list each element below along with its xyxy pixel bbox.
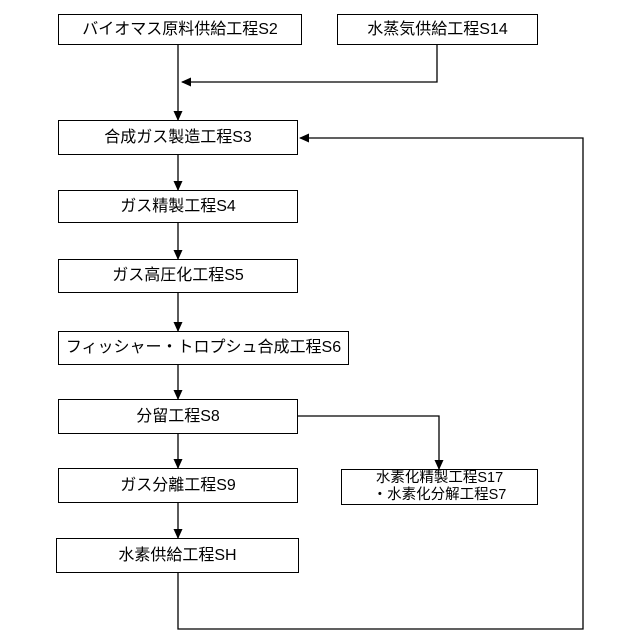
process-box-label: 合成ガス製造工程S3 (104, 128, 252, 146)
process-box-label: ガス精製工程S4 (120, 197, 236, 215)
process-box-sh: 水素供給工程SH (56, 538, 299, 573)
process-box-label: バイオマス原料供給工程S2 (82, 20, 278, 38)
process-box-s14: 水蒸気供給工程S14 (337, 14, 538, 45)
process-box-label: フィッシャー・トロプシュ合成工程S6 (65, 339, 342, 357)
process-box-label: 水蒸気供給工程S14 (367, 20, 508, 38)
process-box-label: ・水素化分解工程S7 (372, 487, 507, 503)
process-box-s8: 分留工程S8 (58, 399, 298, 434)
edge-sh-to-s3-recycle (177, 133, 584, 630)
process-box-label: 水素供給工程SH (118, 546, 237, 564)
process-box-s3: 合成ガス製造工程S3 (58, 120, 298, 155)
process-box-label: ガス分離工程S9 (120, 476, 236, 494)
process-box-s6: フィッシャー・トロプシュ合成工程S6 (58, 331, 349, 365)
process-box-s4: ガス精製工程S4 (58, 190, 298, 223)
edge-s8-to-s17 (298, 415, 444, 470)
flow-edges (173, 45, 584, 630)
process-box-s9: ガス分離工程S9 (58, 468, 298, 503)
process-box-label: 分留工程S8 (136, 407, 220, 425)
process-box-s5: ガス高圧化工程S5 (58, 259, 298, 293)
edge-s14-merge (181, 45, 438, 87)
process-box-s17: 水素化精製工程S17・水素化分解工程S7 (341, 469, 538, 505)
process-box-label: 水素化精製工程S17 (375, 470, 504, 487)
process-box-s2: バイオマス原料供給工程S2 (58, 14, 302, 45)
process-box-label: ガス高圧化工程S5 (112, 267, 244, 285)
